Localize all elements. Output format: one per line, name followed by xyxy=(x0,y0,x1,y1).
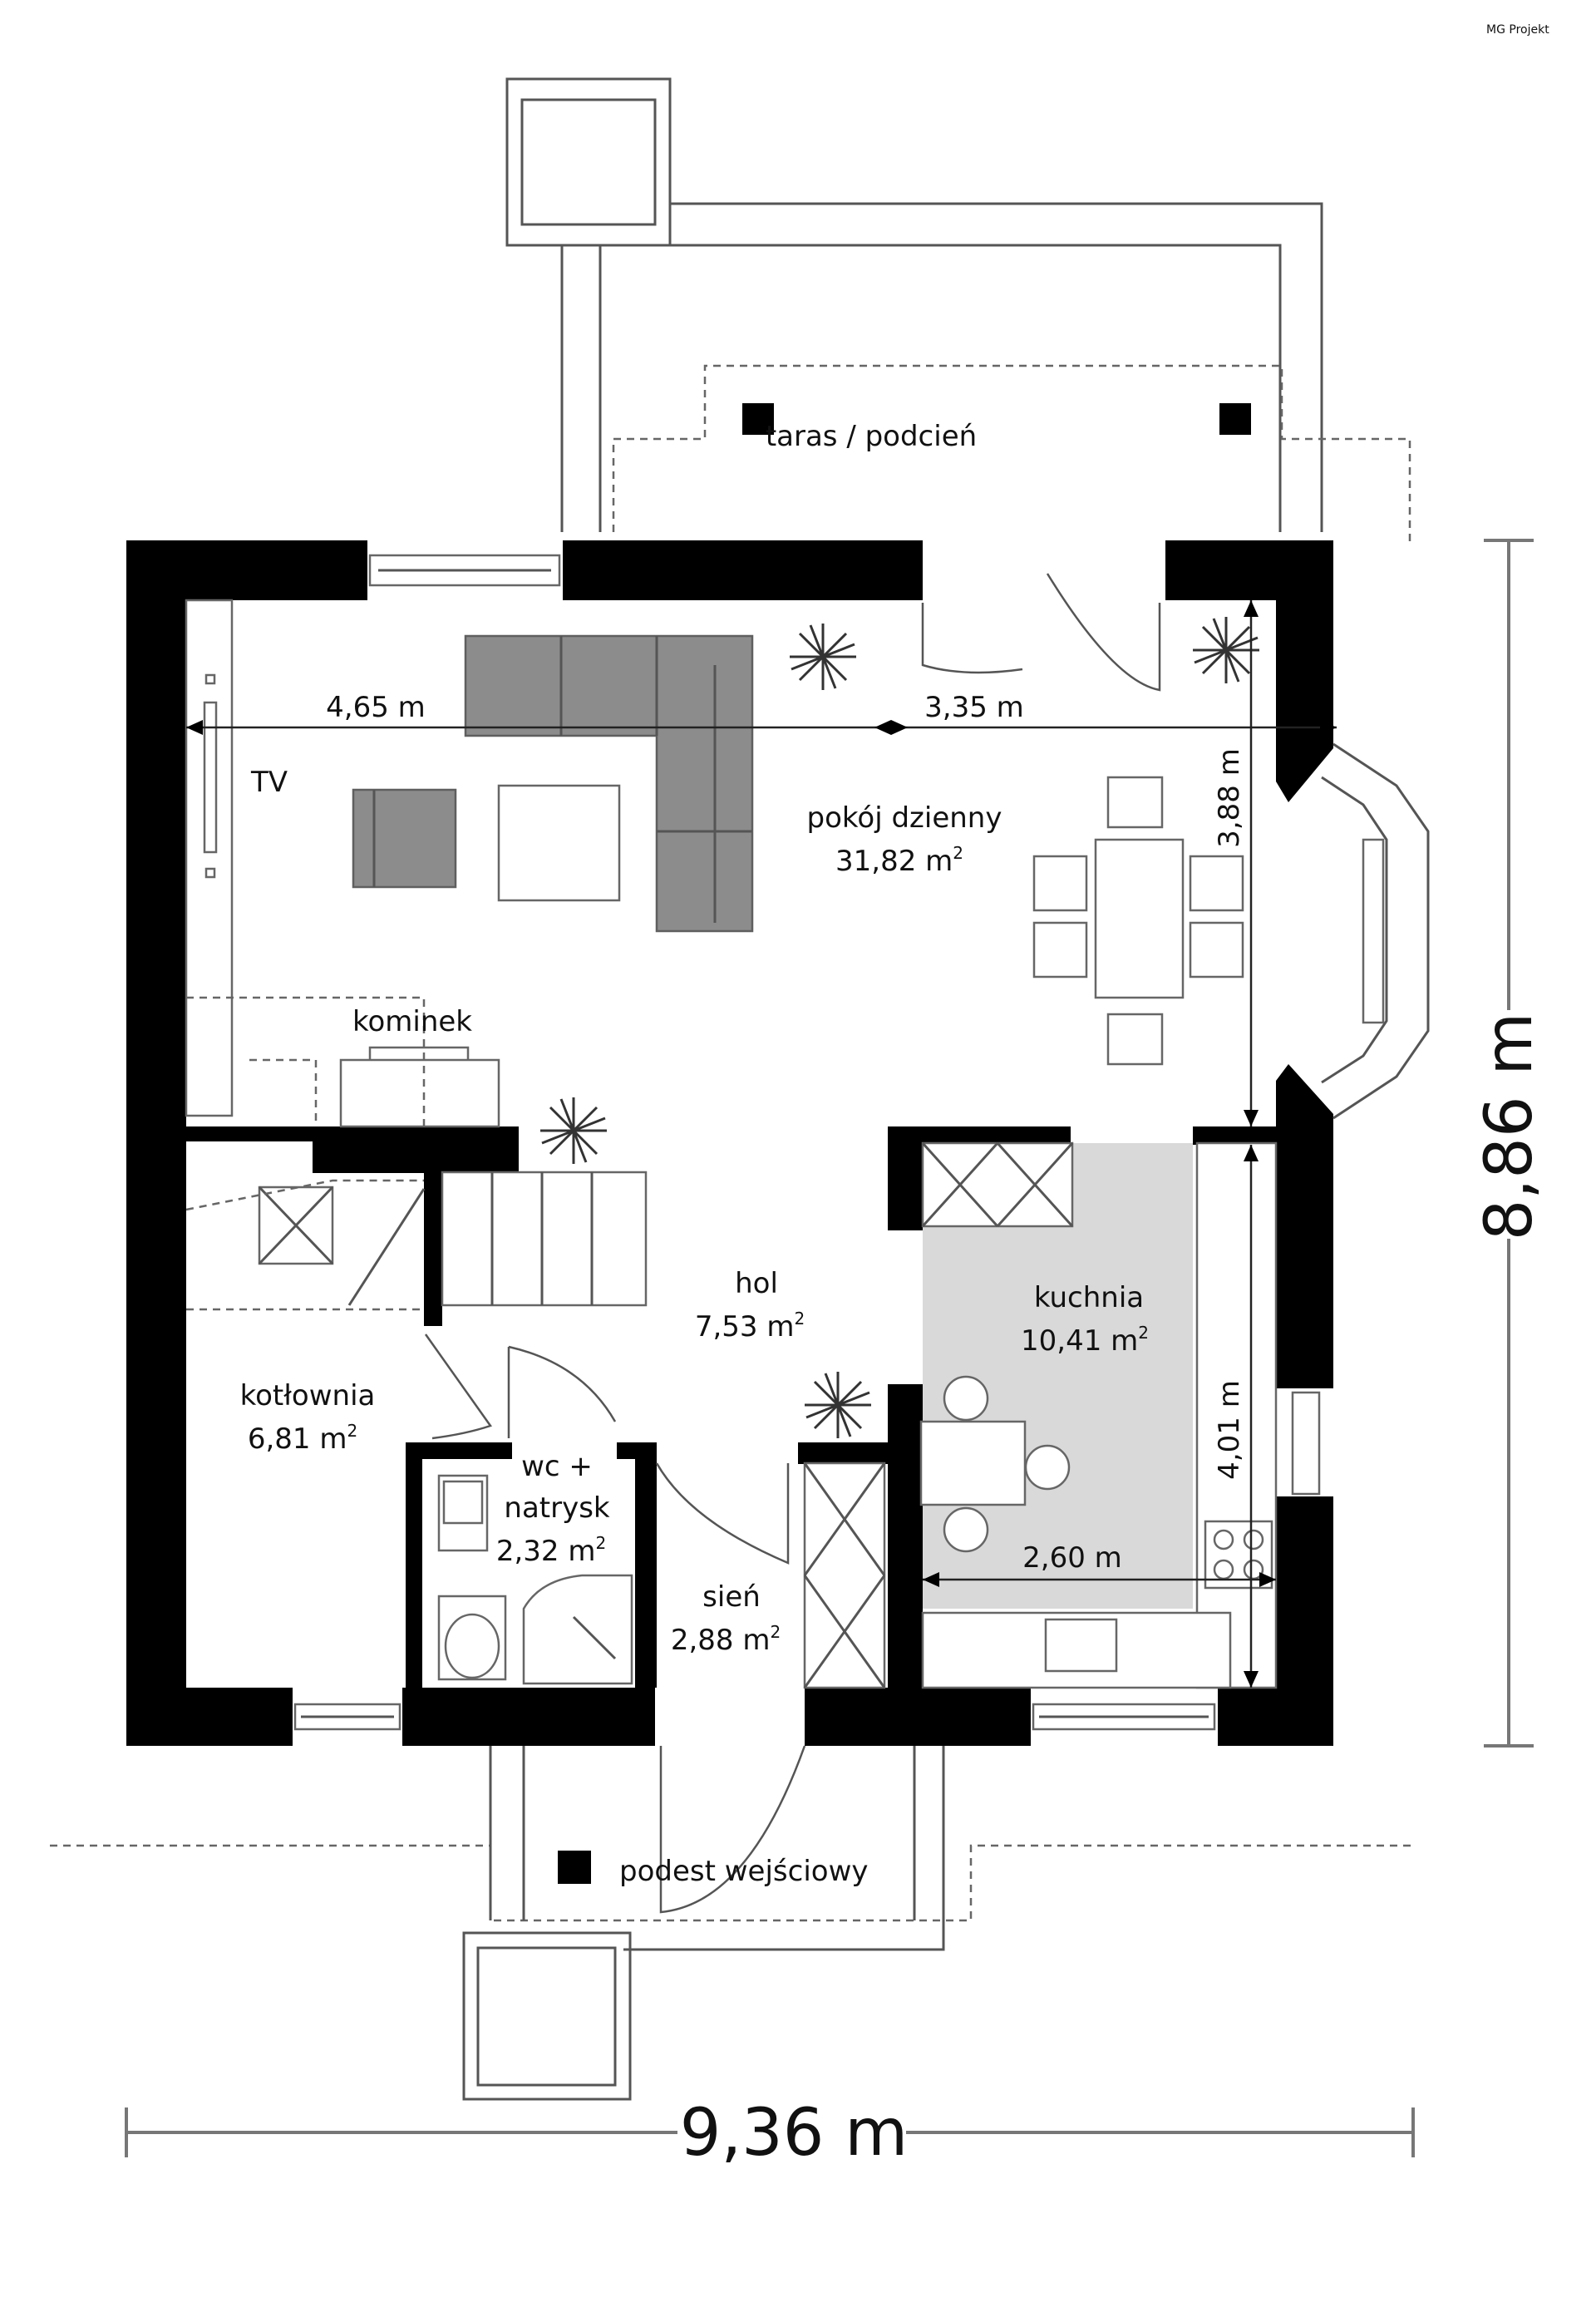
room-area-pokoj: 31,82 m2 xyxy=(835,843,963,878)
room-label-tv: TV xyxy=(250,766,288,799)
dim-label-total-height: 8,86 m xyxy=(1472,1013,1547,1240)
dim-label-465: 4,65 m xyxy=(326,691,426,724)
room-label-podest: podest wejściowy xyxy=(619,1855,869,1888)
room-label-kuchnia: kuchnia xyxy=(1034,1281,1144,1314)
kitchen-zone xyxy=(919,1141,1278,1689)
exterior-walls xyxy=(126,540,1430,1746)
interior-walls xyxy=(186,1126,1276,1746)
room-label-kominek: kominek xyxy=(352,1005,472,1038)
room-label-sien: sień xyxy=(702,1580,761,1614)
dim-label-335: 3,35 m xyxy=(924,691,1024,724)
room-area-kotlownia: 6,81 m2 xyxy=(248,1421,357,1456)
dim-label-401: 4,01 m xyxy=(1213,1380,1246,1480)
room-area-kuchnia: 10,41 m2 xyxy=(1021,1323,1149,1358)
dim-label-388: 3,88 m xyxy=(1213,748,1246,848)
doors xyxy=(424,573,1161,1914)
room-label-kotlownia: kotłownia xyxy=(240,1379,376,1412)
plant-icon xyxy=(790,624,856,690)
room-label-wc-1: wc + xyxy=(521,1450,593,1483)
dim-label-260: 2,60 m xyxy=(1022,1541,1122,1575)
plant-icon xyxy=(1193,617,1259,683)
entrance-platform xyxy=(50,1746,1413,2101)
room-label-pokoj: pokój dzienny xyxy=(807,801,1002,835)
bathroom-fixtures xyxy=(437,1462,886,1689)
plant-icon xyxy=(540,1097,607,1164)
brand-logo: MG Projekt xyxy=(1486,23,1549,37)
room-area-wc: 2,32 m2 xyxy=(496,1533,606,1568)
room-area-hol: 7,53 m2 xyxy=(695,1309,805,1343)
living-furniture xyxy=(185,599,1244,1128)
room-area-sien: 2,88 m2 xyxy=(671,1622,781,1657)
stairs xyxy=(185,1171,648,1311)
plants xyxy=(540,617,1259,1438)
terrace-structure xyxy=(505,77,1411,545)
room-label-wc-2: natrysk xyxy=(504,1491,610,1525)
plant-icon xyxy=(805,1372,871,1438)
room-label-hol: hol xyxy=(735,1267,778,1300)
dim-label-total-width: 9,36 m xyxy=(680,2096,908,2171)
room-label-taras: taras / podcień xyxy=(766,420,977,453)
dimension-lines xyxy=(125,539,1534,2157)
